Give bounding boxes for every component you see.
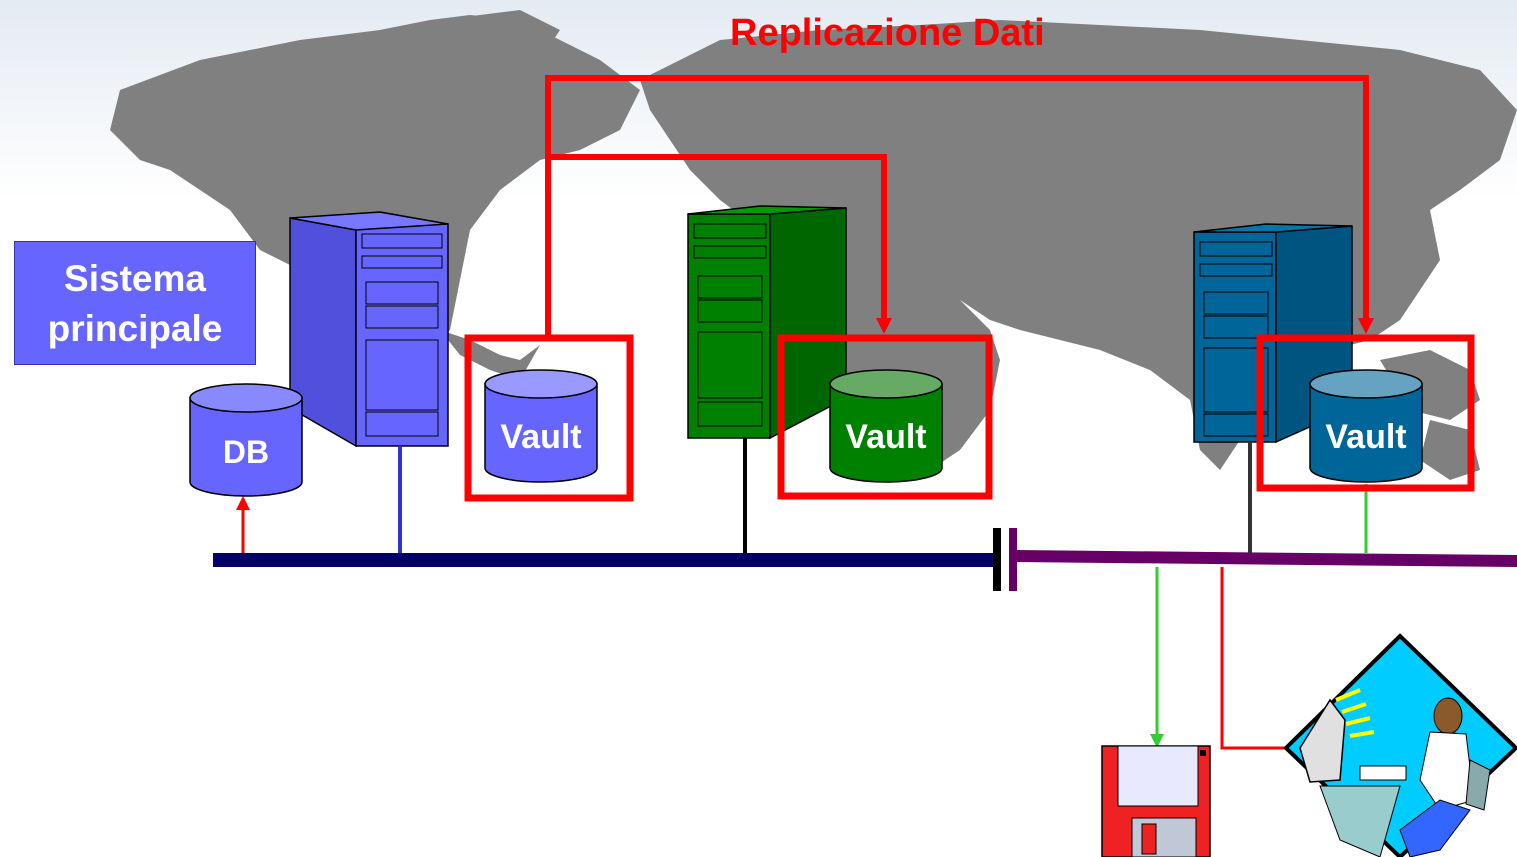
network-segment-wan [1010, 550, 1517, 567]
arrowhead-vault-3 [1358, 318, 1374, 334]
operator-workstation-icon [1283, 633, 1517, 857]
vault-frame-1 [464, 334, 634, 502]
db-cylinder: DB [189, 383, 303, 497]
vault-frame-3 [1256, 334, 1475, 492]
server-secondary-green [687, 205, 847, 440]
network-bridge-left [993, 528, 1001, 591]
arrowhead-floppy [1150, 734, 1164, 748]
network-segment-local [213, 553, 999, 567]
vault-cylinder-1: Vault [484, 369, 598, 483]
vault-label-2: Vault [845, 418, 926, 456]
vault-cylinder-3: Vault [1309, 369, 1423, 483]
floppy-disk-icon [1101, 745, 1211, 857]
server-main [289, 211, 449, 448]
db-label: DB [223, 434, 269, 470]
network-bridge-right [1009, 528, 1017, 591]
main-system-label: Sistema principale [14, 241, 256, 365]
vault-frame-2 [777, 334, 993, 500]
vault-label-3: Vault [1325, 418, 1406, 456]
vault-label-1: Vault [500, 418, 581, 456]
arrowhead-db [236, 496, 250, 510]
replication-line-outer [545, 75, 1369, 336]
connector-operator [1220, 567, 1290, 750]
replication-line-inner [548, 154, 887, 318]
vault-cylinder-2: Vault [829, 369, 943, 483]
arrowhead-vault-2 [876, 318, 892, 334]
replication-lines [545, 75, 1369, 336]
diagram-title: Replicazione Dati [730, 12, 1045, 54]
